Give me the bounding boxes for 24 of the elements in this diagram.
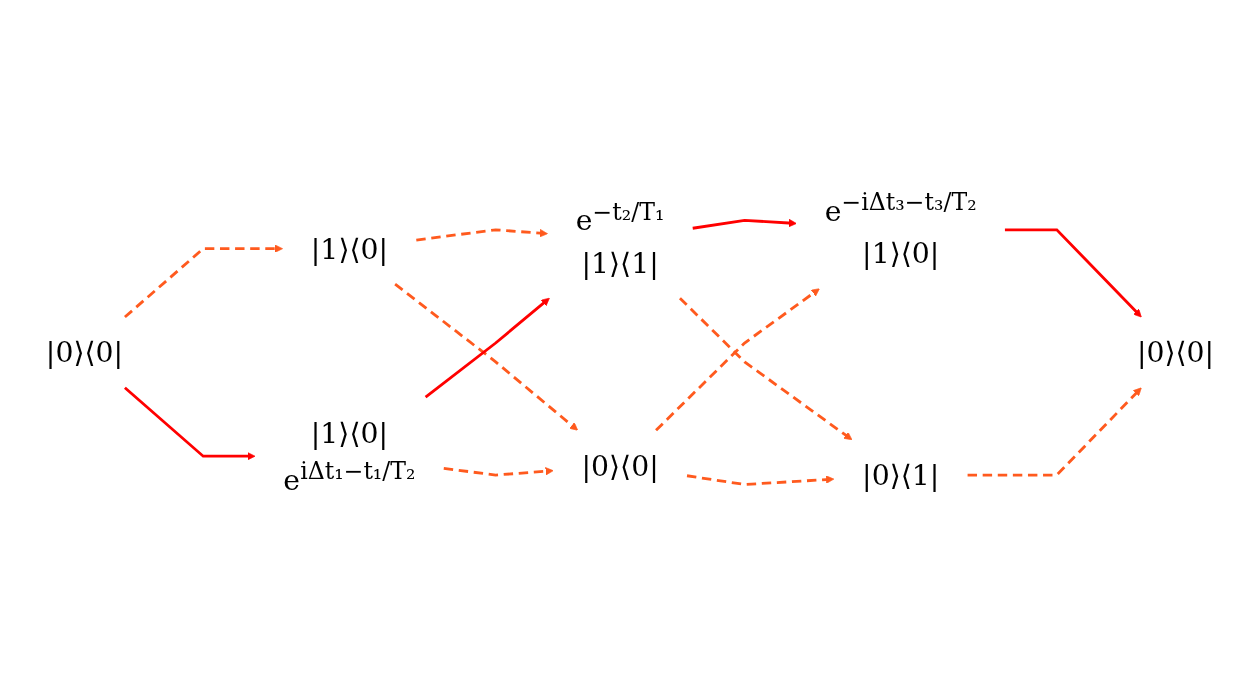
arrow [394,282,579,431]
arrow [686,473,835,486]
arrow [416,227,548,241]
arrow [1004,227,1142,317]
arrow [443,466,554,476]
arrow [655,287,820,431]
arrow [967,386,1142,476]
node-label: e$^{−iΔt₃−t₃/T₂}$ [824,188,977,227]
node-label: e$^{−t₂/T₁}$ [575,197,665,237]
node-text: |0⟩⟨0| [1136,335,1215,369]
node-text: |1⟩⟨1| [581,245,659,279]
arrow [692,218,797,230]
arrow [124,386,256,460]
node-text: |1⟩⟨0| [862,236,940,270]
node-text: |1⟩⟨0| [310,415,388,449]
node-text: |0⟩⟨0| [45,335,124,369]
node-text: |1⟩⟨0| [310,231,388,265]
arrow [678,296,853,440]
node-text: |0⟩⟨0| [581,448,659,482]
state-transition-diagram: |0⟩⟨0| |1⟩⟨0| |1⟩⟨0| e$^{iΔt₁−t₁/T₂}$ e$^{−t₂/T₁}$ |1⟩⟨1| |0⟩⟨0| e$^{−iΔt₃−t₃/T₂}$ |1⟩⟨0| |0⟩⟨1| |0⟩⟨0| [10,7,1250,678]
node-text: |0⟩⟨1| [862,458,940,492]
arrow [124,244,283,318]
arrow [424,297,550,398]
node-label: e$^{iΔt₁−t₁/T₂}$ [283,457,416,496]
